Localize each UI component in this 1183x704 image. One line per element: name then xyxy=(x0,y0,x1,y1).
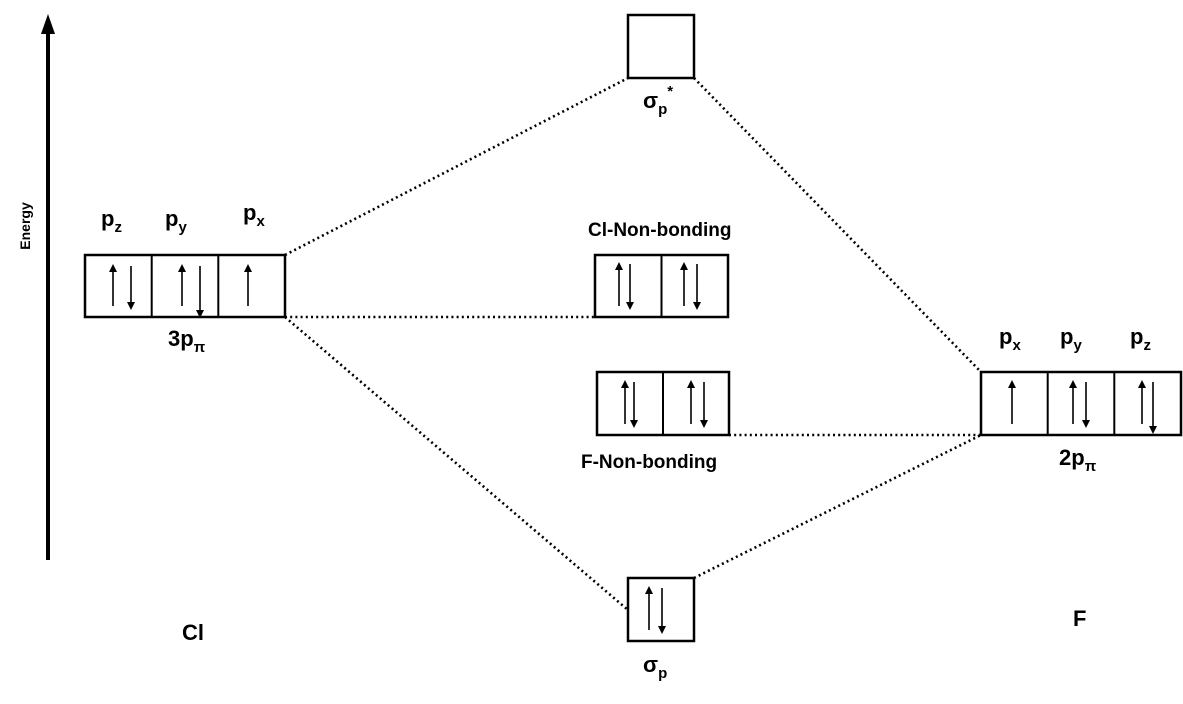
sigma-orbital: σp xyxy=(626,576,696,682)
line-cl-to-sigma-star xyxy=(284,76,629,257)
f-nonbonding-orbitals: F-Non-bonding xyxy=(581,370,731,473)
f-label-py: py xyxy=(1060,324,1082,354)
line-cl-to-sigma xyxy=(284,316,629,611)
sigma-box xyxy=(626,576,696,643)
energy-axis: Energy xyxy=(17,14,55,560)
cl-label-pz: pz xyxy=(101,206,122,236)
sigma-star-orbital: σp* xyxy=(626,13,696,118)
f-orbital-py xyxy=(1069,380,1090,428)
line-sigma-star-to-f xyxy=(693,77,982,373)
f-label-pz: pz xyxy=(1130,324,1151,354)
cl-label-py: py xyxy=(165,206,187,236)
f-orbital-pz xyxy=(1138,380,1157,434)
cl-orbital-py xyxy=(178,264,204,318)
cl-atom-label: Cl xyxy=(182,620,204,645)
energy-axis-arrowhead xyxy=(41,14,55,34)
sigma-label: σp xyxy=(643,652,667,682)
energy-label: Energy xyxy=(17,202,33,250)
cl-orbital-box xyxy=(83,253,287,319)
line-sigma-to-f xyxy=(693,433,982,580)
cl-orbital-pz xyxy=(109,264,135,310)
cl-nonbonding-label: Cl-Non-bonding xyxy=(588,220,732,241)
cl-label-px: px xyxy=(243,200,265,230)
sigma-star-box xyxy=(626,13,696,80)
f-nonbonding-label: F-Non-bonding xyxy=(581,452,717,473)
cl-3p-orbitals: pz py px 3pπ Cl xyxy=(83,200,287,645)
f-label-px: px xyxy=(999,324,1021,354)
sigma-star-label: σp* xyxy=(643,83,673,118)
cl-level-label: 3pπ xyxy=(168,326,206,356)
f-orbital-box xyxy=(979,370,1183,437)
f-2p-orbitals: px py pz 2pπ F xyxy=(979,324,1183,631)
correlation-lines xyxy=(284,76,982,611)
f-atom-label: F xyxy=(1073,606,1086,631)
f-level-label: 2pπ xyxy=(1059,445,1097,475)
cl-nonbonding-orbitals: Cl-Non-bonding xyxy=(588,220,732,319)
